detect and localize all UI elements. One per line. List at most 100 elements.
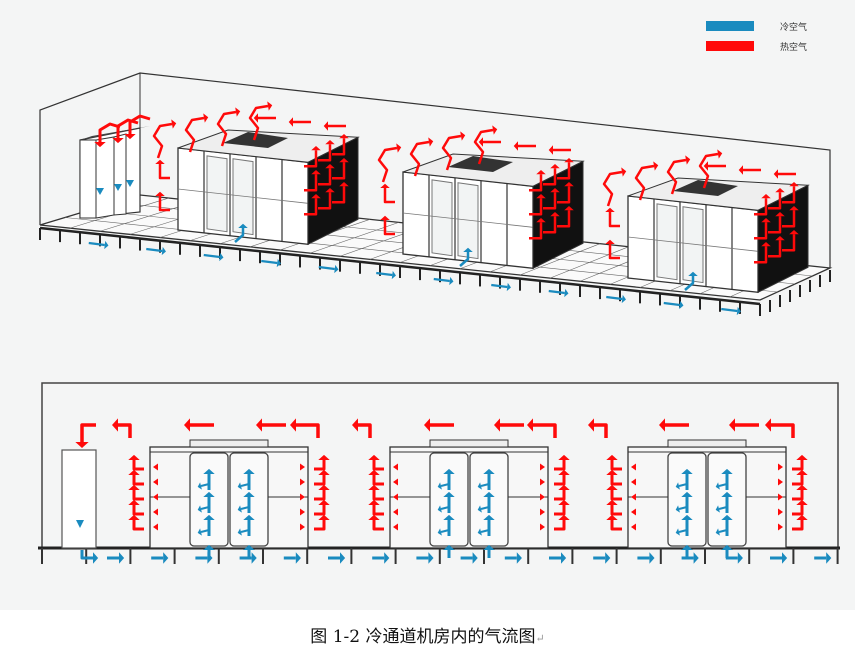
section-pod-1-roof	[189, 439, 269, 448]
section-pod-1-floor-supply-arrow-head	[203, 544, 215, 550]
top-hot-return-arrow-head	[112, 418, 118, 432]
pod-2-hot-exhaust-arrow-head	[536, 218, 546, 223]
section-pod-1-cold-to-hot-arrow-left-head	[153, 478, 158, 486]
section-pod-1-hot-up-arrow-left-shaft	[132, 490, 144, 501]
section-pod-3-hot-up-arrow-left-head	[606, 484, 618, 490]
section-pod-3-hot-up-arrow-left-shaft	[610, 505, 622, 516]
section-pod-2-hot-up-arrow-left-shaft	[372, 490, 384, 501]
section-pod-3-cold-aisle-branch-shaft	[718, 483, 728, 487]
pod-3-hot-side-arrow-shaft	[608, 244, 620, 260]
crac-return-hot-arrow-head	[94, 142, 106, 148]
section-pod-1-hot-up-arrow-right-shaft	[314, 460, 326, 471]
caption-text: 图 1-2 冷通道机房内的气流图	[310, 627, 536, 647]
pod-1-hot-exhaust-arrow-shaft	[318, 168, 332, 186]
pod-1-hot-exhaust-arrow-head	[325, 164, 335, 169]
crac-return-arrow-shaft	[80, 423, 96, 442]
pod-2-hot-exhaust-arrow-head	[536, 170, 546, 175]
pod-1-hot-side-arrow-shaft	[158, 164, 170, 180]
underfloor-cold-arrow-head	[564, 288, 569, 298]
section-pod-1-cold-aisle-branch-head	[237, 528, 242, 536]
pod-1-hot-wave-arrow-shaft	[152, 122, 173, 159]
pod-2-hot-side-arrow-shaft	[383, 220, 395, 236]
section-pod-2-hot-up-arrow-right-shaft	[554, 520, 566, 531]
section-pod-1-hot-up-arrow-right-head	[318, 514, 330, 520]
section-pod-2-hot-up-arrow-right-shaft	[554, 460, 566, 471]
section-pod-1-cold-to-hot-arrow-right-head	[300, 508, 305, 516]
top-hot-return-arrow-head	[494, 418, 500, 432]
pod-1-hot-exhaust-arrow-head	[311, 146, 321, 151]
section-pod-1-cold-to-hot-arrow-left-head	[153, 463, 158, 471]
section-pod-1-cold-aisle-branch-head	[197, 528, 202, 536]
section-pod-3-hot-up-arrow-right-shaft	[792, 520, 804, 531]
section-pod-2-hot-up-arrow-right-head	[558, 469, 570, 475]
pod-3-hot-exhaust-arrow-shaft	[782, 186, 796, 204]
section-pod-2-cold-to-hot-arrow-right-head	[540, 463, 545, 471]
top-hot-return-arrow-head	[424, 418, 430, 432]
crac-front-1	[79, 139, 97, 219]
section-pod-2-hot-up-arrow-right-head	[558, 454, 570, 460]
pod-3-hot-exhaust-arrow-head	[789, 230, 799, 235]
pod-2-hot-side-arrow-head	[380, 183, 390, 188]
underfloor-cold-arrow-head	[679, 300, 684, 310]
top-hot-return-arrow-shaft	[594, 423, 608, 438]
section-pod-3-hot-up-arrow-right-shaft	[792, 460, 804, 471]
section-pod-3-cold-aisle-branch-shaft	[718, 529, 728, 533]
top-hot-return-arrow-shaft	[358, 423, 372, 438]
section-pod-2-hot-up-arrow-left-head	[368, 484, 380, 490]
pod-1-hot-exhaust-arrow-head	[339, 158, 349, 163]
underfloor-cold-arrow-head	[506, 282, 511, 292]
section-pod-3-hot-up-arrow-right-shaft	[792, 475, 804, 486]
underfloor-cold-arrow-head	[693, 552, 699, 564]
section-pod-2-hot-up-arrow-left-shaft	[372, 505, 384, 516]
pod-1-hot-side-arrow-shaft	[158, 196, 170, 212]
underfloor-cold-arrow-head	[384, 552, 390, 564]
pod-3-hot-wave-arrow-head	[653, 161, 659, 171]
section-pod-3-cold-to-hot-arrow-left-head	[631, 493, 636, 501]
underfloor-cold-arrow-shaft	[261, 259, 278, 265]
pod-3-hot-exhaust-arrow-shaft	[782, 234, 796, 252]
section-pod-3-cold-aisle-branch-head	[715, 505, 720, 513]
underfloor-cold-arrow-head	[449, 276, 454, 286]
pod-1-hot-exhaust-arrow-head	[311, 194, 321, 199]
section-pod-3-cold-to-hot-arrow-right-head	[778, 493, 783, 501]
section-pod-1-cold-aisle-branch-head	[237, 482, 242, 490]
section-pod-2-cold-aisle-branch-shaft	[440, 506, 450, 510]
section-pod-3-hot-up-arrow-left-head	[606, 499, 618, 505]
section-pod-3-hot-up-arrow-right-head	[796, 514, 808, 520]
pod-1-hot-return-arrow-head	[323, 121, 328, 131]
section-pod-2-hot-up-arrow-right-head	[558, 484, 570, 490]
section-pod-2-cold-aisle-branch-shaft	[440, 529, 450, 533]
section-pod-1-hot-up-arrow-right-shaft	[314, 490, 326, 501]
section-pod-2-hot-up-arrow-left-head	[368, 514, 380, 520]
section-pod-3-hot-up-arrow-left-head	[606, 454, 618, 460]
legend-item-hot: 热空气	[706, 36, 807, 56]
underfloor-cold-arrow-head	[340, 552, 346, 564]
section-pod-3-hot-up-arrow-left-shaft	[610, 460, 622, 471]
legend-item-cold: 冷空气	[706, 16, 807, 36]
pod-2-hot-return-arrow-head	[548, 145, 553, 155]
pod-2-hot-return-arrow-head	[513, 141, 518, 151]
pod-1-hot-side-arrow-head	[155, 159, 165, 164]
underfloor-cold-arrow-shaft	[376, 271, 393, 277]
pod-3-hot-wave-arrow-shaft	[666, 158, 687, 195]
pod-3-hot-exhaust-arrow-shaft	[754, 198, 768, 216]
section-pod-1-hot-up-arrow-right-head	[318, 484, 330, 490]
section-pod-3-hot-up-arrow-right-head	[796, 454, 808, 460]
pod-2-hot-wave-arrow-shaft	[409, 140, 430, 177]
section-pod-2-hot-up-arrow-right-shaft	[554, 475, 566, 486]
pod-2-hot-exhaust-arrow-shaft	[557, 210, 571, 228]
underfloor-cold-arrow-shaft	[721, 307, 738, 313]
section-pod-3-cold-aisle-arrow-head	[721, 514, 733, 520]
pod-1-cold-supply-arrow-shaft	[234, 228, 245, 243]
pod-3-hot-exhaust-arrow-shaft	[768, 216, 782, 234]
section-pod-1-cold-to-hot-arrow-right-head	[300, 478, 305, 486]
crac-return-hot-arrow-shaft	[128, 114, 151, 134]
section-pod-2-hot-up-arrow-left-head	[368, 469, 380, 475]
underfloor-cold-arrow-head	[119, 552, 125, 564]
section-pod-2-cold-to-hot-arrow-right-head	[540, 508, 545, 516]
pod-1-roof-panel	[223, 132, 288, 148]
pod-3-roof-panel	[673, 180, 738, 196]
underfloor-cold-arrow-head	[826, 552, 832, 564]
section-pod-2-cold-aisle-arrow-head	[443, 491, 455, 497]
